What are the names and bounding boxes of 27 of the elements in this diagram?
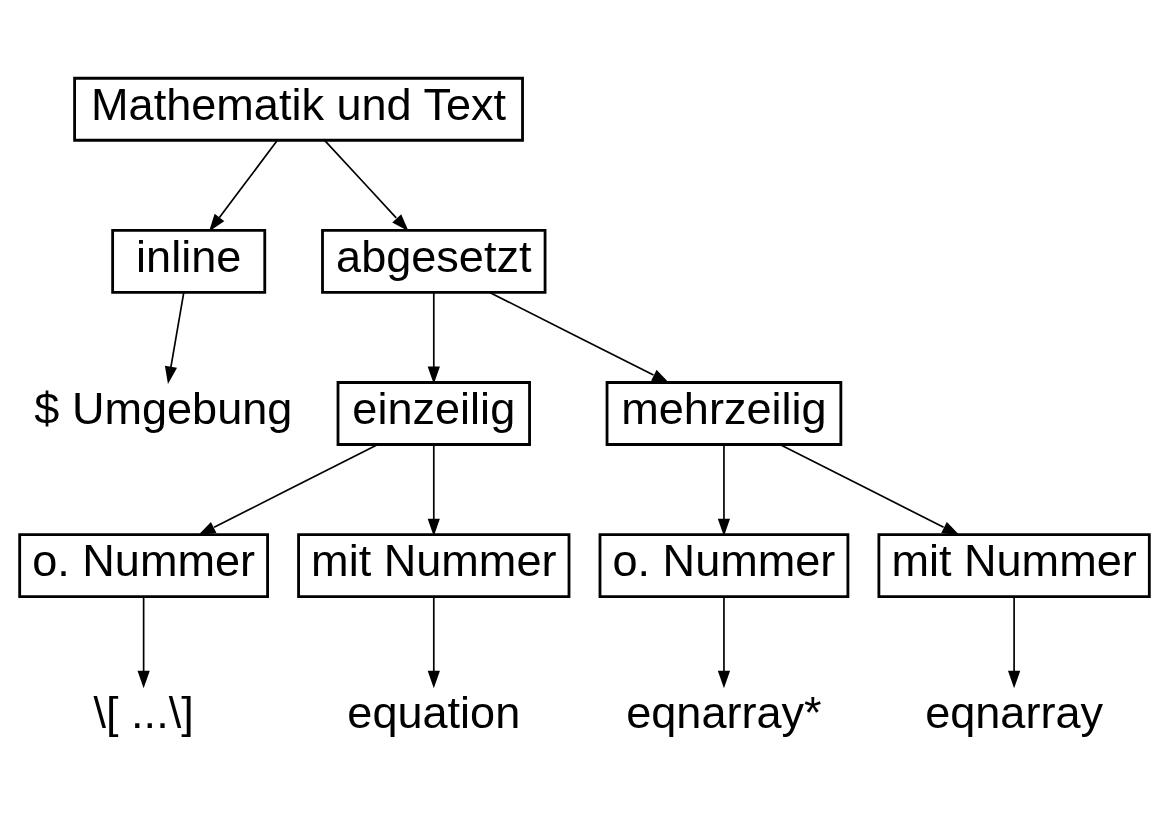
arrow — [717, 595, 731, 688]
node-box: abgesetzt — [321, 228, 547, 294]
node-box: Mathematik und Text — [73, 76, 524, 142]
arrow — [488, 291, 670, 383]
node-box: mehrzeilig — [605, 380, 843, 446]
arrow — [1007, 595, 1021, 688]
node-box: o. Nummer — [598, 532, 850, 598]
node-text: equation — [347, 686, 521, 738]
arrow — [427, 291, 440, 384]
node-box: inline — [111, 228, 267, 294]
node-box: einzeilig — [336, 380, 531, 446]
arrow — [137, 595, 150, 688]
node-text: eqnarray — [925, 686, 1104, 738]
arrow — [717, 443, 731, 536]
node-box: mit Nummer — [297, 532, 571, 598]
node-text: $ Umgebung — [34, 382, 293, 434]
node-box: o. Nummer — [18, 532, 269, 598]
node-text: \[ ...\] — [93, 686, 194, 738]
arrow — [209, 139, 279, 231]
arrow — [427, 595, 440, 688]
arrow — [198, 443, 379, 535]
arrow — [323, 139, 409, 231]
arrow — [164, 291, 185, 384]
node-box: mit Nummer — [877, 532, 1151, 598]
arrow — [427, 443, 440, 536]
node-text: eqnarray* — [626, 686, 822, 738]
arrow — [779, 443, 960, 535]
